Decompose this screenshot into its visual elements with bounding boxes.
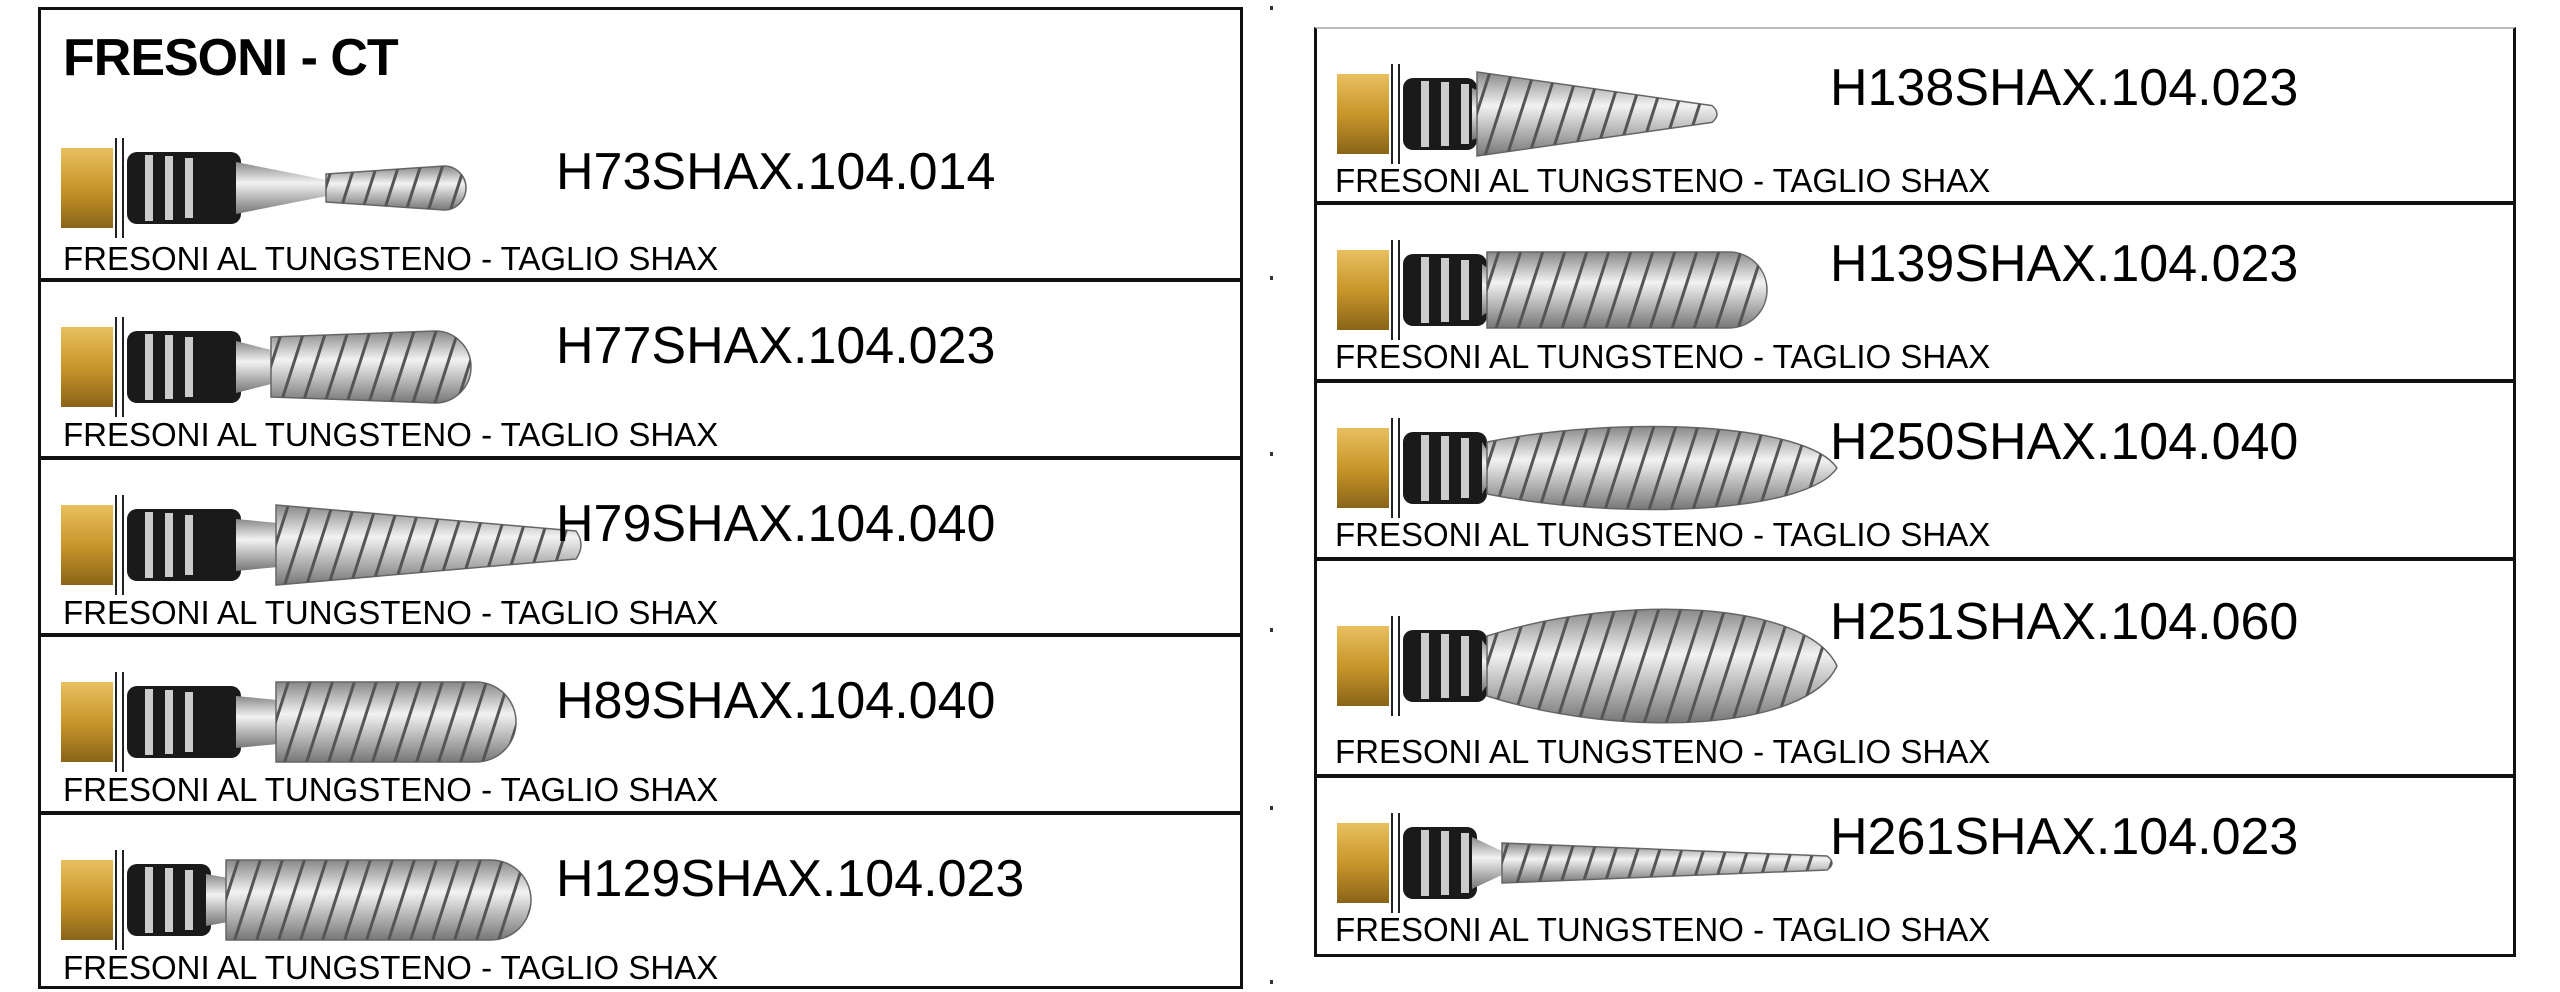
product-code: H138SHAX.104.023 (1830, 59, 2299, 117)
product-row: H79SHAX.104.040 FRESONI AL TUNGSTENO - T… (41, 460, 1240, 637)
product-caption: FRESONI AL TUNGSTENO - TAGLIO SHAX (63, 594, 719, 631)
bur-drawing (1337, 240, 1768, 340)
product-code: H139SHAX.104.023 (1830, 235, 2299, 293)
product-code: H261SHAX.104.023 (1830, 808, 2299, 866)
bur-image (61, 133, 621, 243)
product-caption: FRESONI AL TUNGSTENO - TAGLIO SHAX (1335, 733, 1991, 770)
product-caption: FRESONI AL TUNGSTENO - TAGLIO SHAX (63, 240, 719, 277)
product-row: H138SHAX.104.023 FRESONI AL TUNGSTENO - … (1317, 29, 2513, 205)
divider-mark (1270, 628, 1273, 632)
product-caption: FRESONI AL TUNGSTENO - TAGLIO SHAX (1335, 162, 1991, 199)
left-catalog-panel: FRESONI - CT H73SHAX.104.014 FRESONI AL … (38, 7, 1243, 989)
bur-image (1337, 808, 1897, 918)
bur-image (61, 490, 621, 600)
bur-drawing (1337, 813, 1833, 913)
product-row: H139SHAX.104.023 FRESONI AL TUNGSTENO - … (1317, 205, 2513, 383)
product-caption: FRESONI AL TUNGSTENO - TAGLIO SHAX (1335, 338, 1991, 375)
product-caption: FRESONI AL TUNGSTENO - TAGLIO SHAX (1335, 911, 1991, 948)
product-caption: FRESONI AL TUNGSTENO - TAGLIO SHAX (1335, 516, 1991, 553)
product-row: H251SHAX.104.060 FRESONI AL TUNGSTENO - … (1317, 561, 2513, 778)
bur-drawing (1337, 418, 1838, 518)
bur-image (1337, 601, 1897, 731)
page-title: FRESONI - CT (63, 29, 399, 87)
product-row: H250SHAX.104.040 FRESONI AL TUNGSTENO - … (1317, 383, 2513, 561)
product-row: H89SHAX.104.040 FRESONI AL TUNGSTENO - T… (41, 637, 1240, 815)
bur-drawing (1337, 608, 1838, 724)
product-caption: FRESONI AL TUNGSTENO - TAGLIO SHAX (63, 416, 719, 453)
bur-drawing (61, 317, 472, 417)
bur-image (1337, 59, 1897, 169)
divider-mark (1270, 452, 1273, 456)
product-row: H261SHAX.104.023 FRESONI AL TUNGSTENO - … (1317, 778, 2513, 958)
bur-image (1337, 235, 1897, 345)
bur-drawing (1337, 64, 1718, 164)
bur-drawing (61, 495, 582, 595)
product-code: H77SHAX.104.023 (556, 317, 996, 375)
product-row: H77SHAX.104.023 FRESONI AL TUNGSTENO - T… (41, 282, 1240, 460)
product-code: H89SHAX.104.040 (556, 672, 996, 730)
right-catalog-panel: H138SHAX.104.023 FRESONI AL TUNGSTENO - … (1314, 27, 2516, 957)
divider-mark (1270, 6, 1273, 10)
product-code: H73SHAX.104.014 (556, 143, 996, 201)
divider-mark (1270, 806, 1273, 810)
bur-image (61, 845, 621, 955)
product-row: H73SHAX.104.014 FRESONI AL TUNGSTENO - T… (41, 10, 1240, 282)
bur-drawing (61, 672, 517, 772)
bur-image (61, 312, 621, 422)
product-code: H129SHAX.104.023 (556, 850, 1025, 908)
product-caption: FRESONI AL TUNGSTENO - TAGLIO SHAX (63, 949, 719, 986)
divider-mark (1270, 276, 1273, 280)
product-code: H250SHAX.104.040 (1830, 413, 2299, 471)
bur-drawing (61, 850, 532, 950)
product-row: H129SHAX.104.023 FRESONI AL TUNGSTENO - … (41, 815, 1240, 992)
bur-drawing (61, 138, 467, 238)
product-caption: FRESONI AL TUNGSTENO - TAGLIO SHAX (63, 771, 719, 808)
divider-mark (1270, 980, 1273, 984)
product-code: H251SHAX.104.060 (1830, 593, 2299, 651)
bur-image (1337, 413, 1897, 523)
product-code: H79SHAX.104.040 (556, 495, 996, 553)
bur-image (61, 667, 621, 777)
